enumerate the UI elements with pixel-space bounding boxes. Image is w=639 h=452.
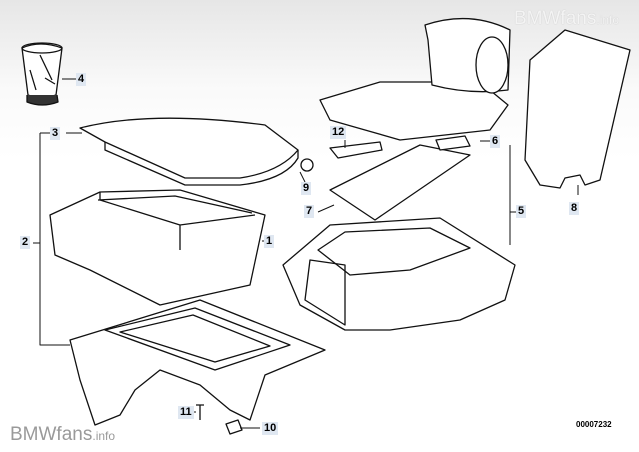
cup-part — [21, 42, 63, 106]
callout-7[interactable]: 7 — [304, 205, 315, 218]
knob-part — [300, 158, 314, 172]
seat-cushion-part — [282, 17, 516, 331]
callout-9[interactable]: 9 — [301, 182, 312, 195]
callout-5[interactable]: 5 — [516, 205, 527, 218]
callout-6[interactable]: 6 — [490, 135, 501, 148]
screw-part — [196, 404, 204, 420]
watermark-brand: BMWfans — [514, 8, 597, 29]
watermark-bottom: BMWfans.info — [10, 424, 115, 446]
armrest-lid-part — [79, 117, 299, 186]
clip-part — [329, 141, 383, 159]
watermark-suffix: .info — [596, 13, 620, 27]
watermark-suffix: .info — [92, 429, 116, 443]
clamp-part — [225, 419, 243, 435]
callout-10[interactable]: 10 — [262, 422, 279, 435]
diagram-code: 00007232 — [576, 420, 612, 429]
callout-1[interactable]: 1 — [264, 235, 275, 248]
base-frame-part — [69, 299, 326, 426]
callout-3[interactable]: 3 — [50, 127, 61, 140]
callout-4[interactable]: 4 — [76, 73, 87, 86]
storage-box-part — [49, 189, 266, 306]
watermark-top: BMWfans.info — [514, 8, 619, 30]
watermark-brand: BMWfans — [10, 424, 93, 445]
callout-11[interactable]: 11 — [178, 406, 194, 419]
bracket-part — [435, 135, 471, 151]
back-cover-part — [524, 29, 631, 189]
panel-part — [329, 144, 471, 221]
callout-2[interactable]: 2 — [20, 236, 31, 249]
callout-8[interactable]: 8 — [569, 202, 580, 215]
callout-12[interactable]: 12 — [330, 126, 347, 139]
